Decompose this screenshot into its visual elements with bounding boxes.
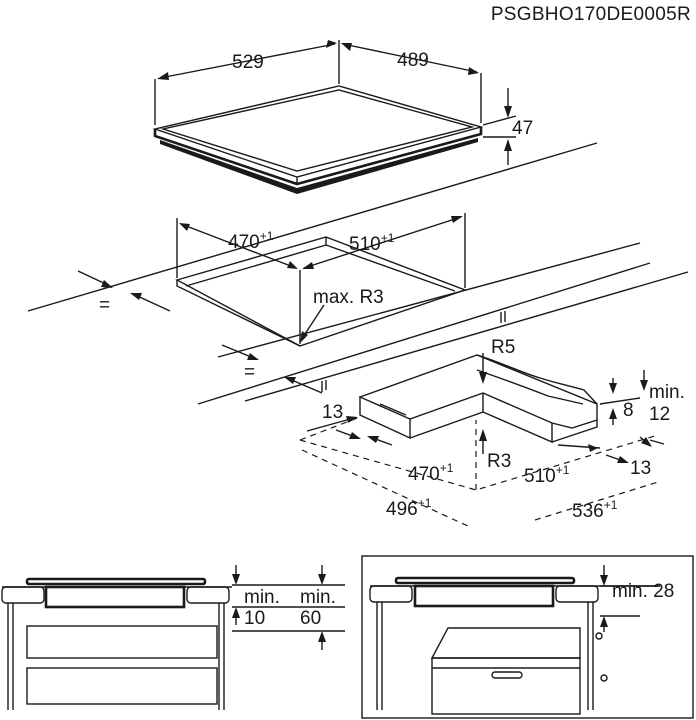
right-hob-body [413,584,555,608]
frame-left-side [359,397,411,440]
frame-r5-label: R5 [491,337,515,358]
right-clearance-label: min. 28 [612,581,674,602]
worktop-front-top [217,242,641,358]
dim-cutout-depth [303,216,462,269]
oven-handle [491,671,523,679]
hob-depth-label: 489 [397,50,429,71]
frame-outer-depth: 536+1 [572,498,618,522]
cutout-radius-label: max. R3 [313,287,384,308]
hob-top-surface [152,85,484,178]
cutout-depth-label: 510+1 [349,231,395,255]
frame-inner-depth: 510+1 [524,463,570,487]
dim-489-line [342,43,478,73]
left-hob-body [44,585,186,609]
frame-min-label: min. [649,382,685,403]
left-min1-value: 10 [244,608,265,629]
dim-cutout-width [180,223,297,269]
right-hob-glass [394,576,576,585]
oven-top [430,627,581,659]
section-left-drawing: min. 10 min. 60 [1,565,345,710]
worktop-cutout-drawing: 470+1 510+1 max. R3 = = [27,142,689,405]
left-hob-glass [25,577,207,586]
frame-outer-width: 496+1 [386,496,432,520]
oven-front [431,657,581,715]
worktop-back-edge [27,142,598,312]
document-code: PSGBHO170DE0005R [491,4,691,25]
left-min1-label: min. [244,587,280,608]
frame-r3-label: R3 [487,451,511,472]
frame-depth-value: 8 [623,400,634,421]
frame-drawing: R5 R3 13 min. 12 8 13 470+1 [299,337,685,528]
drawer-bottom [26,667,218,705]
hob-underside [160,138,478,194]
dim-529-line [159,43,336,79]
left-min2-value: 60 [300,608,321,629]
hob-drawing: 529 489 47 [152,40,533,194]
frame-min-value: 12 [649,404,670,425]
hob-height-label: 47 [512,118,533,139]
frame-inner-width: 470+1 [408,461,454,485]
drawer-top [26,625,218,659]
frame-top [358,354,598,429]
hob-top-inner [160,89,475,172]
hob-width-label: 529 [232,52,264,73]
left-min2-label: min. [300,587,336,608]
cutout-width-label: 470+1 [228,229,274,253]
equal-front-marker: = [244,362,255,383]
frame-outline-dashed [299,434,659,491]
right-frame [361,555,694,719]
frame-offset-left: 13 [322,402,343,423]
cutout-outline [175,236,468,347]
section-right-drawing: min. 28 [361,555,694,719]
worktop-front-bottom [197,262,651,405]
frame-offset-right: 13 [630,458,651,479]
equal-left-marker: = [99,295,110,316]
